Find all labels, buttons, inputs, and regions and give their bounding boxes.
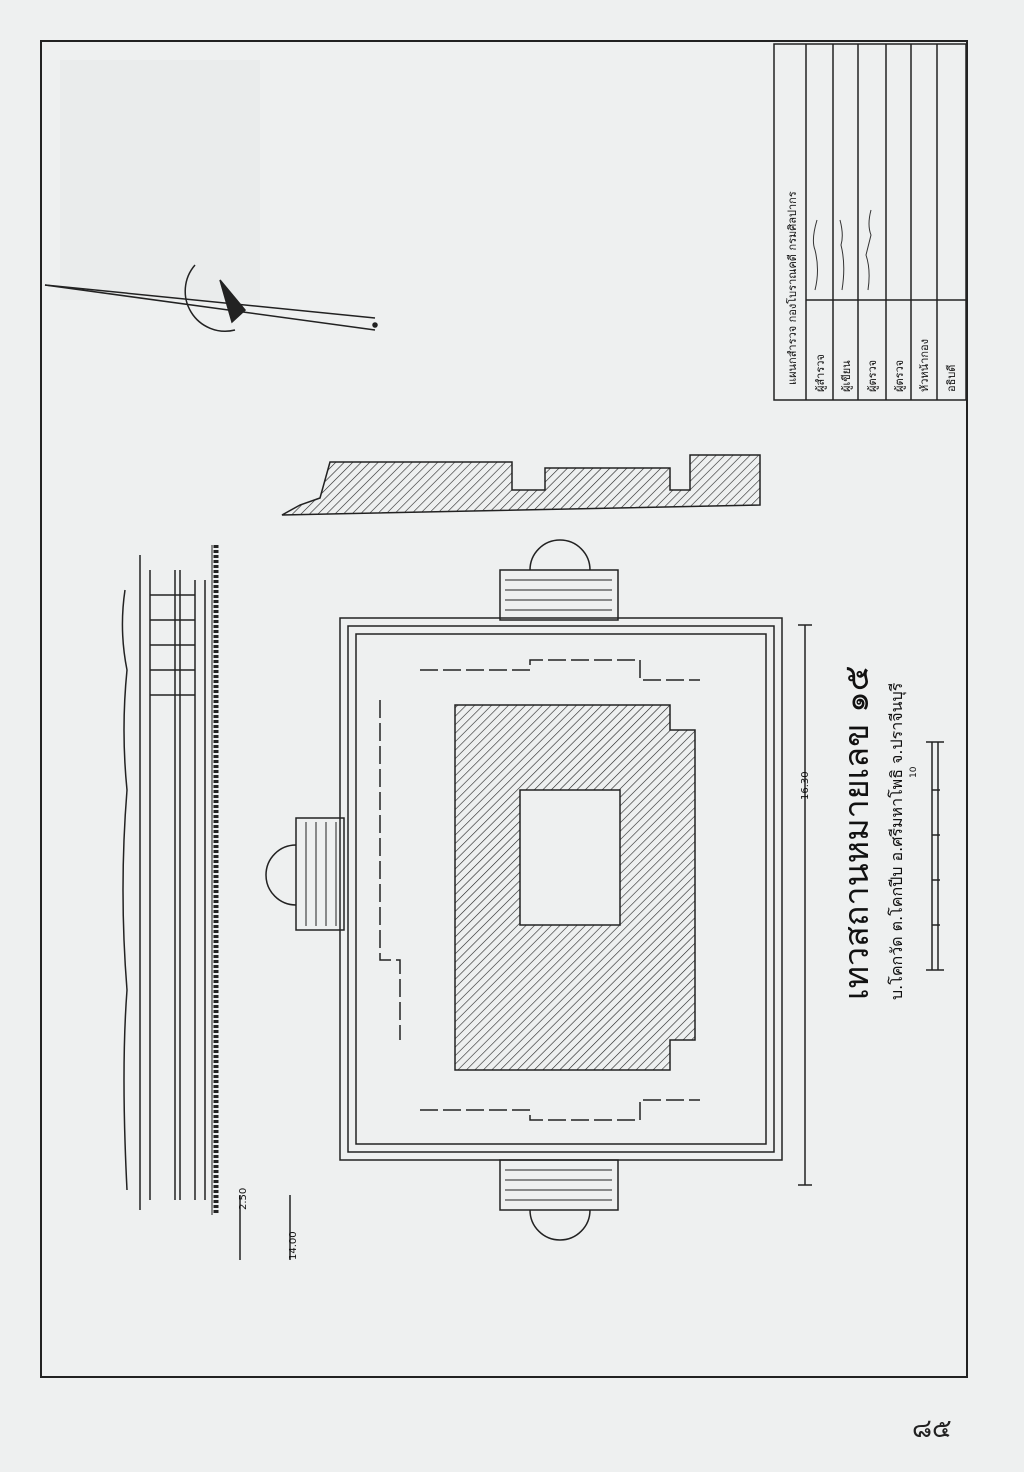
figure-frame [40,40,968,1378]
cross-section [281,454,761,516]
dimension-width: 14.00 [288,1231,299,1260]
bleed-through-text-left [60,60,260,300]
signatures [812,209,872,291]
title-block-row-label: อธิบดี [945,365,958,392]
scale-bar [926,741,944,971]
side-elevation [121,545,219,1215]
page-number: ๘๕ [912,1414,952,1444]
title-block-header: แผนกสำรวจ กองโบราณคดี กรมศิลปากร [785,191,799,385]
title-block-row-label: ผู้เขียน [840,360,853,392]
figure-title: เทวสถานหมายเลข ๑๕ [837,666,877,1000]
arc-detail [44,264,378,332]
scale-label: 10 [909,766,919,778]
floor-plan [239,539,812,1260]
title-block-row-label: ผู้สำรวจ [814,354,827,392]
figure-location: บ.โคกวัด ต.โคกปีบ อ.ศรีมหาโพธิ จ.ปราจีนบ… [887,682,907,1000]
title-block-row-label: ผู้ตรวจ [866,360,879,392]
dimension-step: 2.50 [238,1188,249,1210]
title-block-row-label: หัวหน้ากอง [918,339,931,392]
title-block-row-label: ผู้ตรวจ [893,360,906,392]
title-block [773,43,967,401]
dimension-overall: 16.30 [800,771,811,800]
